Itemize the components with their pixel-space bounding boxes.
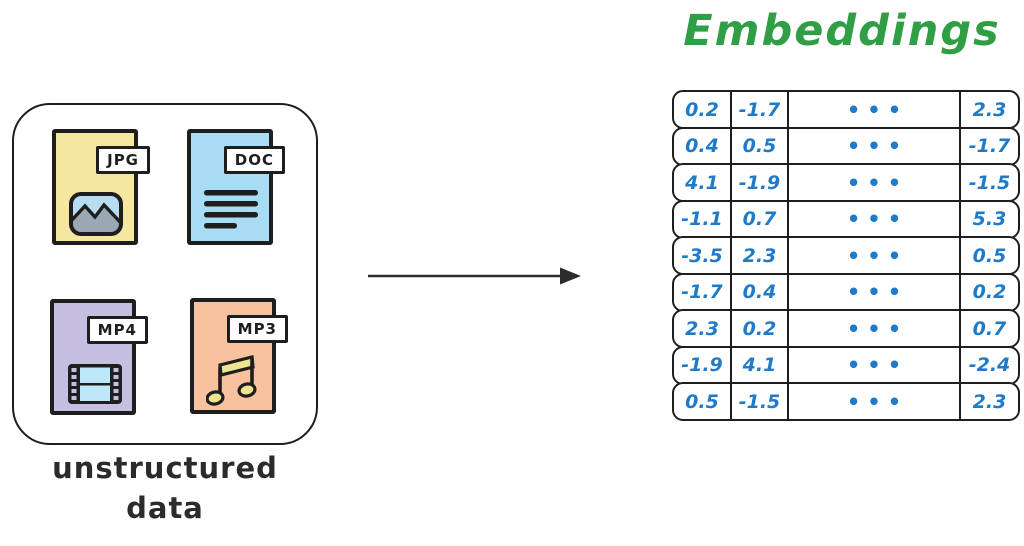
embedding-row: 0.2 -1.7 ••• 2.3 [672,90,1020,129]
embedding-value: 2.3 [732,238,789,273]
right-arrow-icon [368,267,581,285]
embedding-row: -3.5 2.3 ••• 0.5 [672,236,1020,275]
embedding-value: 2.3 [959,92,1018,127]
embedding-value: 2.3 [674,311,732,346]
ellipsis-dots: ••• [846,243,909,268]
source-caption: unstructured data [12,448,318,528]
embedding-value: 0.2 [732,311,789,346]
unstructured-data-box: JPG DOC [12,103,318,445]
ellipsis-dots: ••• [846,134,909,158]
embedding-value: 0.5 [732,128,789,164]
music-note-icon [206,354,257,406]
ellipsis-dots: ••• [846,353,909,377]
embedding-row: 4.1 -1.9 ••• -1.5 [672,163,1020,202]
embedding-row: 0.4 0.5 ••• -1.7 [672,126,1020,166]
embedding-value: -1.5 [959,165,1018,200]
embedding-value: 4.1 [674,165,732,200]
file-card-mp3: MP3 [190,298,288,414]
flow-arrow [368,265,582,291]
file-card-jpg: JPG [52,129,150,245]
ellipsis-dots: ••• [846,97,909,122]
embedding-value: -1.1 [674,201,732,237]
embedding-value: 5.3 [959,201,1018,237]
source-caption-line2: data [126,491,204,525]
file-type-badge: JPG [96,146,150,174]
embedding-value: -1.7 [959,128,1018,164]
embedding-value: 0.5 [959,238,1018,273]
embedding-value: -1.9 [674,347,732,383]
embedding-value: 0.7 [959,311,1018,346]
ellipsis-dots: ••• [846,316,909,341]
embeddings-title: Embeddings [683,6,1001,56]
embedding-row: 0.5 -1.5 ••• 2.3 [672,382,1020,421]
ellipsis-dots: ••• [846,280,909,304]
source-caption-line1: unstructured [52,451,278,485]
embedding-value: 0.4 [732,274,789,310]
file-type-badge: DOC [223,146,285,174]
ellipsis-dots: ••• [846,170,909,195]
image-icon [69,192,123,236]
embedding-value: 4.1 [732,347,789,383]
embedding-value: 0.4 [674,128,732,164]
embedding-value: -1.7 [674,274,732,310]
embedding-row: -1.9 4.1 ••• -2.4 [672,345,1020,385]
file-card-mp4: MP4 [50,299,148,415]
embedding-value: -2.4 [959,347,1018,383]
embedding-row: -1.7 0.4 ••• 0.2 [672,272,1020,312]
embedding-value: -3.5 [674,238,732,273]
file-card-doc: DOC [187,129,285,245]
film-strip-icon [68,364,122,404]
embedding-row: -1.1 0.7 ••• 5.3 [672,199,1020,239]
file-type-badge: MP3 [226,315,288,343]
embedding-value: 0.2 [674,92,732,127]
embeddings-table: 0.2 -1.7 ••• 2.3 0.4 0.5 ••• -1.7 4.1 -1… [672,90,1020,421]
ellipsis-dots: ••• [846,207,909,231]
embedding-value: -1.5 [732,384,789,419]
embedding-row: 2.3 0.2 ••• 0.7 [672,309,1020,348]
embedding-value: 0.7 [732,201,789,237]
embedding-value: 0.2 [959,274,1018,310]
ellipsis-dots: ••• [846,389,909,414]
text-lines-icon [204,190,258,229]
file-type-badge: MP4 [86,316,148,344]
embedding-value: 0.5 [674,384,732,419]
embedding-value: -1.7 [732,92,789,127]
embedding-value: -1.9 [732,165,789,200]
embedding-value: 2.3 [959,384,1018,419]
